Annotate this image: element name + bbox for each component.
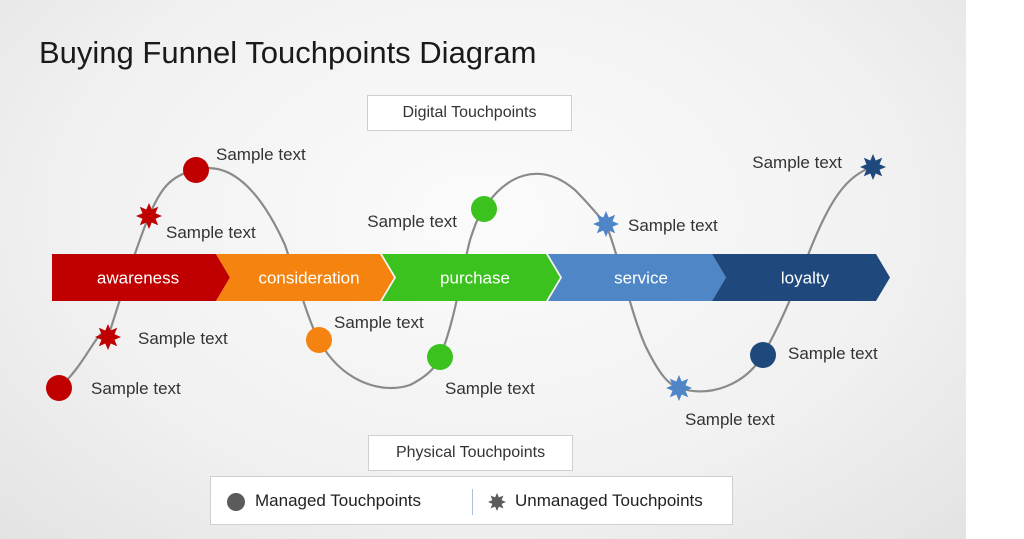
- touchpoint-label: Sample text: [788, 344, 878, 363]
- unmanaged-touchpoint-marker: [136, 203, 162, 229]
- stage-awareness-arrow: [52, 254, 230, 301]
- touchpoint-label: Sample text: [166, 223, 256, 242]
- unmanaged-touchpoint-marker: [860, 154, 886, 180]
- legend: Managed Touchpoints Unmanaged Touchpoint…: [210, 476, 733, 525]
- stage-service-arrow: [548, 254, 726, 301]
- managed-touchpoint-marker: [46, 375, 72, 401]
- physical-touchpoints-label: Physical Touchpoints: [368, 435, 573, 471]
- stage-consideration-arrow: [216, 254, 394, 301]
- funnel-diagram: awareness consideration purchase service loy…: [46, 145, 890, 429]
- unmanaged-touchpoint-marker: [666, 375, 692, 401]
- unmanaged-touchpoint-marker: [95, 324, 121, 350]
- touchpoint-label: Sample text: [216, 145, 306, 164]
- touchpoint-label: Sample text: [445, 379, 535, 398]
- stage-loyalty-label: loyalty: [781, 269, 830, 288]
- touchpoint-label: Sample text: [628, 216, 718, 235]
- managed-touchpoint-marker: [427, 344, 453, 370]
- touchpoint-label: Sample text: [752, 153, 842, 172]
- star-icon: [488, 493, 506, 511]
- touchpoint-label: Sample text: [91, 379, 181, 398]
- touchpoint-label: Sample text: [367, 212, 457, 231]
- stage-purchase-arrow: [382, 254, 560, 301]
- legend-divider: [472, 489, 473, 515]
- unmanaged-touchpoint-marker: [593, 211, 619, 237]
- managed-touchpoint-marker: [306, 327, 332, 353]
- touchpoint-label: Sample text: [685, 410, 775, 429]
- managed-touchpoint-marker: [183, 157, 209, 183]
- managed-touchpoint-marker: [471, 196, 497, 222]
- stage-purchase-label: purchase: [440, 269, 510, 288]
- touchpoint-label: Sample text: [138, 329, 228, 348]
- circle-icon: [227, 493, 245, 511]
- touchpoint-label: Sample text: [334, 313, 424, 332]
- stage-loyalty-arrow: [712, 254, 890, 301]
- slide: Buying Funnel Touchpoints Diagram Digita…: [0, 0, 966, 539]
- stage-awareness-label: awareness: [97, 269, 179, 288]
- page-title: Buying Funnel Touchpoints Diagram: [39, 35, 537, 70]
- managed-touchpoint-marker: [750, 342, 776, 368]
- stage-service-label: service: [614, 269, 668, 288]
- legend-managed-label: Managed Touchpoints: [255, 491, 422, 510]
- legend-unmanaged-label: Unmanaged Touchpoints: [515, 491, 703, 510]
- digital-touchpoints-label: Digital Touchpoints: [367, 95, 572, 131]
- stage-consideration-label: consideration: [258, 269, 359, 288]
